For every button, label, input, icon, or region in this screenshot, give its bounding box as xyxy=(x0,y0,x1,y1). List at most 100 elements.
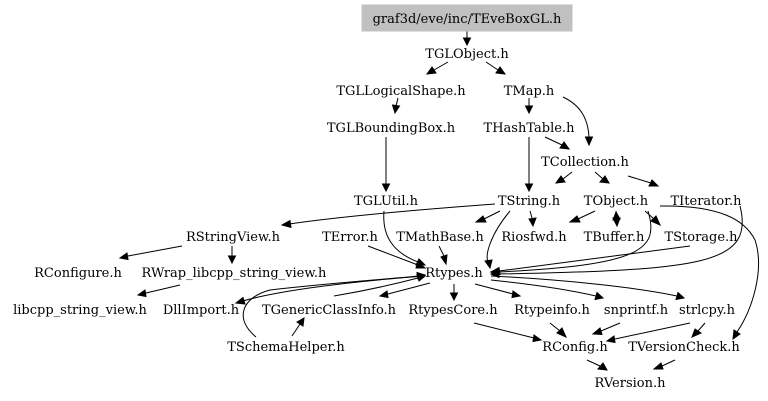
edge-rconfig-rversion xyxy=(586,359,601,367)
node-libcpp[interactable]: libcpp_string_view.h xyxy=(13,303,147,318)
node-tschemahelper[interactable]: TSchemaHelper.h xyxy=(227,340,345,355)
arrowhead xyxy=(227,255,237,265)
edge-tmap-tcollection xyxy=(562,96,590,138)
arrowhead xyxy=(425,66,437,75)
node-tstring[interactable]: TString.h xyxy=(498,194,561,209)
edge-tschemahelper-tgenericclassinfo xyxy=(291,323,301,337)
arrowhead xyxy=(489,266,501,276)
edge-tversioncheck-rversion xyxy=(661,359,676,367)
edge-strlcpy-tversioncheck xyxy=(697,322,706,332)
arrowhead xyxy=(495,66,507,75)
node-tglobject[interactable]: TGLObject.h xyxy=(425,47,509,62)
node-rtypescore[interactable]: RtypesCore.h xyxy=(408,303,498,318)
arrowhead xyxy=(440,254,448,266)
node-rtypes[interactable]: Rtypes.h xyxy=(425,266,483,281)
nodes: graf3d/eve/inc/TEveBoxGL.h TGLObject.h T… xyxy=(13,4,742,391)
arrowhead xyxy=(524,105,534,115)
edge-tcollection-tstring xyxy=(562,171,573,180)
edge-tstring-terror xyxy=(483,210,501,220)
arrowhead xyxy=(474,215,487,223)
arrowhead xyxy=(524,183,534,193)
arrowhead xyxy=(554,175,566,184)
node-rconfig[interactable]: RConfig.h xyxy=(542,340,608,355)
node-rstringview[interactable]: RStringView.h xyxy=(186,230,281,245)
edge-tcollection-tobject xyxy=(594,171,604,180)
node-riosfwd[interactable]: Riosfwd.h xyxy=(501,230,567,245)
node-tcollection[interactable]: TCollection.h xyxy=(541,155,629,170)
node-thashtable[interactable]: THashTable.h xyxy=(484,121,576,136)
node-strlcpy[interactable]: strlcpy.h xyxy=(679,303,736,318)
node-tmap[interactable]: TMap.h xyxy=(504,84,555,99)
node-tgllogicalshape[interactable]: TGLLogicalShape.h xyxy=(336,84,466,99)
edge-rwrap-libcpp xyxy=(145,284,181,294)
node-titerator[interactable]: TIterator.h xyxy=(670,194,742,209)
arrowhead xyxy=(484,259,493,270)
edge-tgenericclassinfo-rtypes xyxy=(333,277,419,297)
edge-tobject-riosfwd xyxy=(577,210,596,220)
arrowhead xyxy=(597,362,608,371)
arrowhead xyxy=(556,327,567,338)
arrowhead xyxy=(648,179,660,187)
edge-strlcpy-rconfig xyxy=(614,322,691,340)
edge-snprintf-rconfig xyxy=(600,322,621,332)
arrowhead xyxy=(584,136,594,147)
edge-tglutil-rtypes xyxy=(383,210,419,263)
edge-rtypes-strlcpy xyxy=(490,275,678,297)
edge-tglobject-tmap xyxy=(485,61,499,71)
edge-rstringview-rconfigure xyxy=(127,245,183,257)
arrowhead xyxy=(605,335,616,344)
node-tmathbase[interactable]: TMathBase.h xyxy=(396,230,484,245)
node-tglboundingbox[interactable]: TGLBoundingBox.h xyxy=(327,121,456,136)
node-rwrap[interactable]: RWrap_libcpp_string_view.h xyxy=(142,266,328,281)
edge-rtypes-rtypeinfo xyxy=(474,283,514,295)
node-snprintf[interactable]: snprintf.h xyxy=(604,303,669,318)
arrowhead xyxy=(280,219,292,229)
arrowhead xyxy=(381,183,391,193)
node-tgenericclassinfo[interactable]: TGenericClassInfo.h xyxy=(262,303,397,318)
node-tobject[interactable]: TObject.h xyxy=(584,194,649,209)
edge-tglobject-tgllogicalshape xyxy=(433,61,449,71)
node-root[interactable]: graf3d/eve/inc/TEveBoxGL.h xyxy=(373,12,562,27)
edges xyxy=(118,31,759,371)
edge-tstring-tversioncheck xyxy=(659,205,759,333)
node-tversioncheck[interactable]: TVersionCheck.h xyxy=(628,340,740,355)
arrowhead xyxy=(612,210,621,221)
node-rtypeinfo[interactable]: Rtypeinfo.h xyxy=(514,303,590,318)
arrowhead xyxy=(732,329,741,341)
arrowhead xyxy=(378,290,389,299)
arrowhead xyxy=(296,317,305,327)
node-terror[interactable]: TError.h xyxy=(322,230,378,245)
node-tbuffer[interactable]: TBuffer.h xyxy=(584,230,645,245)
arrowhead xyxy=(462,37,472,47)
node-dllimport[interactable]: DllImport.h xyxy=(163,303,240,318)
arrowhead xyxy=(415,261,427,269)
node-tglutil[interactable]: TGLUtil.h xyxy=(354,194,419,209)
arrowhead xyxy=(591,327,603,336)
arrowhead xyxy=(568,215,581,223)
arrowhead xyxy=(691,328,703,338)
edge-tmathbase-rtypes xyxy=(438,245,445,257)
node-rconfigure[interactable]: RConfigure.h xyxy=(34,266,122,281)
edge-rtypescore-rconfig xyxy=(473,322,535,339)
arrowhead xyxy=(599,175,610,184)
node-tstorage[interactable]: TStorage.h xyxy=(664,230,738,245)
edge-thashtable-tcollection xyxy=(544,136,563,146)
arrowhead xyxy=(559,141,571,150)
edge-tstorage-rtypes xyxy=(498,245,691,272)
edge-tgllogicalshape-tglboundingbox xyxy=(395,97,399,107)
arrowhead xyxy=(594,291,605,301)
arrowhead xyxy=(675,291,686,301)
edge-tstring-rstringview xyxy=(288,203,496,225)
arrowhead xyxy=(528,217,537,228)
arrowhead xyxy=(136,289,147,298)
edge-tcollection-titerator xyxy=(627,175,652,184)
arrowhead xyxy=(650,215,661,226)
edge-rtypes-snprintf xyxy=(490,279,597,297)
arrowhead xyxy=(416,271,427,280)
edge-tstring-rtypes xyxy=(486,210,511,263)
node-rversion[interactable]: RVersion.h xyxy=(595,376,667,391)
arrowhead xyxy=(652,362,664,370)
arrowhead xyxy=(449,292,459,302)
arrowhead xyxy=(118,252,129,261)
